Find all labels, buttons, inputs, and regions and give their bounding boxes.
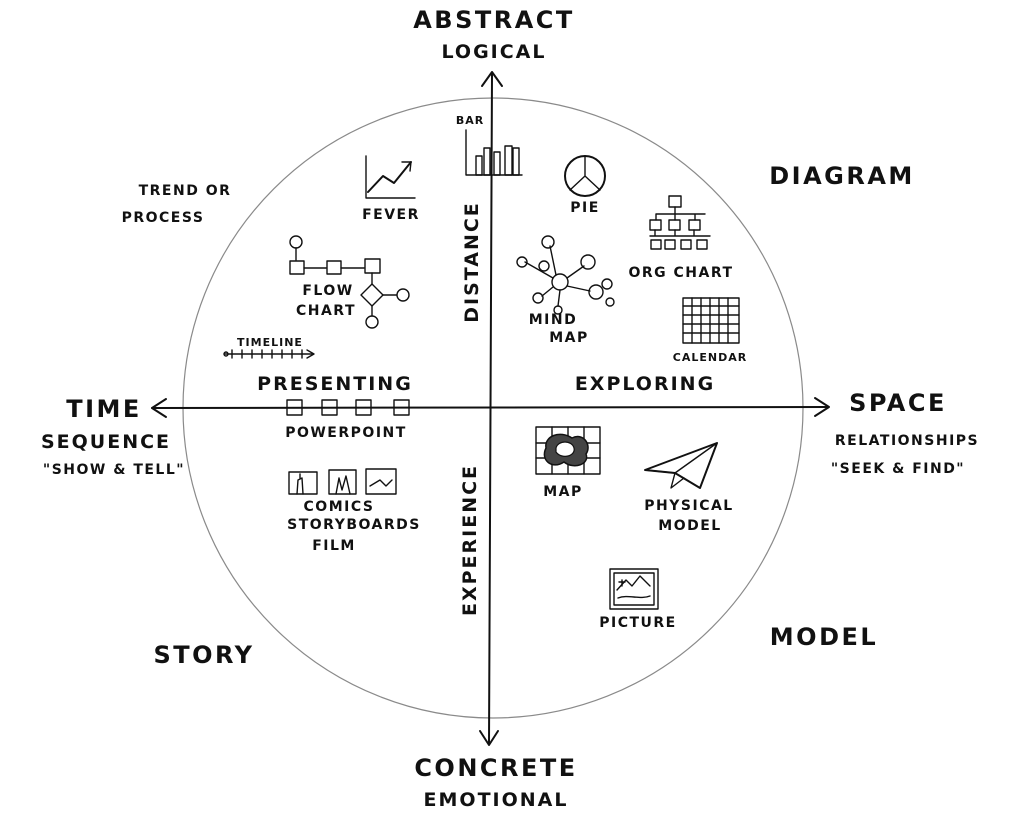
physical-model-label-2: MODEL <box>658 518 721 534</box>
story-label: STORY <box>153 641 254 669</box>
axis-bottom-label-1: CONCRETE <box>414 754 577 782</box>
timeline-label: TIMELINE <box>237 336 303 349</box>
axis-left-label-2: SEQUENCE <box>41 431 171 453</box>
flow-chart-icon <box>289 235 410 329</box>
map-icon <box>535 426 601 475</box>
flow-chart-label-1: FLOW <box>302 283 353 299</box>
paper-plane-icon <box>644 442 718 489</box>
axis-bottom-label-2: EMOTIONAL <box>424 789 569 811</box>
powerpoint-label: POWERPOINT <box>285 425 407 441</box>
fever-label: FEVER <box>362 207 420 223</box>
picture-label: PICTURE <box>599 615 677 631</box>
pie-label: PIE <box>570 200 600 216</box>
picture-icon <box>609 568 659 610</box>
axis-right-label-3: "SEEK & FIND" <box>831 461 965 477</box>
distance-label: DISTANCE <box>461 201 483 323</box>
mind-map-label-1: MIND <box>529 312 577 328</box>
physical-model-label-1: PHYSICAL <box>644 498 733 514</box>
axis-top-label-2: LOGICAL <box>441 41 546 63</box>
org-chart-icon <box>649 195 711 250</box>
axis-right-label-1: SPACE <box>849 389 947 417</box>
powerpoint-icon <box>286 399 410 416</box>
presenting-label: PRESENTING <box>257 373 413 395</box>
map-label: MAP <box>543 484 583 500</box>
mind-map-label-2: MAP <box>549 330 589 346</box>
axis-right-label-2: RELATIONSHIPS <box>835 433 979 449</box>
axis-left-label-1: TIME <box>66 395 142 423</box>
bar-chart-icon <box>465 129 523 176</box>
horizontal-axis <box>151 397 830 418</box>
pie-chart-icon <box>564 155 606 197</box>
vertical-axis <box>479 71 503 746</box>
bar-label: BAR <box>456 114 484 127</box>
trend-label-2: PROCESS <box>122 210 205 226</box>
comics-icon <box>288 468 397 495</box>
comics-label-2: STORYBOARDS <box>287 517 421 533</box>
mind-map-icon <box>516 235 615 315</box>
fever-chart-icon <box>365 155 416 199</box>
axis-top-label-1: ABSTRACT <box>413 6 575 34</box>
comics-label-3: FILM <box>312 538 356 554</box>
comics-label-1: COMICS <box>304 499 375 515</box>
calendar-icon <box>682 297 740 344</box>
diagram-label: DIAGRAM <box>769 162 915 190</box>
flow-chart-label-2: CHART <box>296 303 356 319</box>
exploring-label: EXPLORING <box>575 373 715 395</box>
axis-left-label-3: "SHOW & TELL" <box>43 462 185 478</box>
timeline-icon <box>223 349 315 359</box>
trend-label-1: TREND OR <box>139 183 232 199</box>
calendar-label: CALENDAR <box>673 351 747 364</box>
org-chart-label: ORG CHART <box>628 265 733 281</box>
model-label: MODEL <box>770 623 878 651</box>
experience-label: EXPERIENCE <box>459 464 481 616</box>
